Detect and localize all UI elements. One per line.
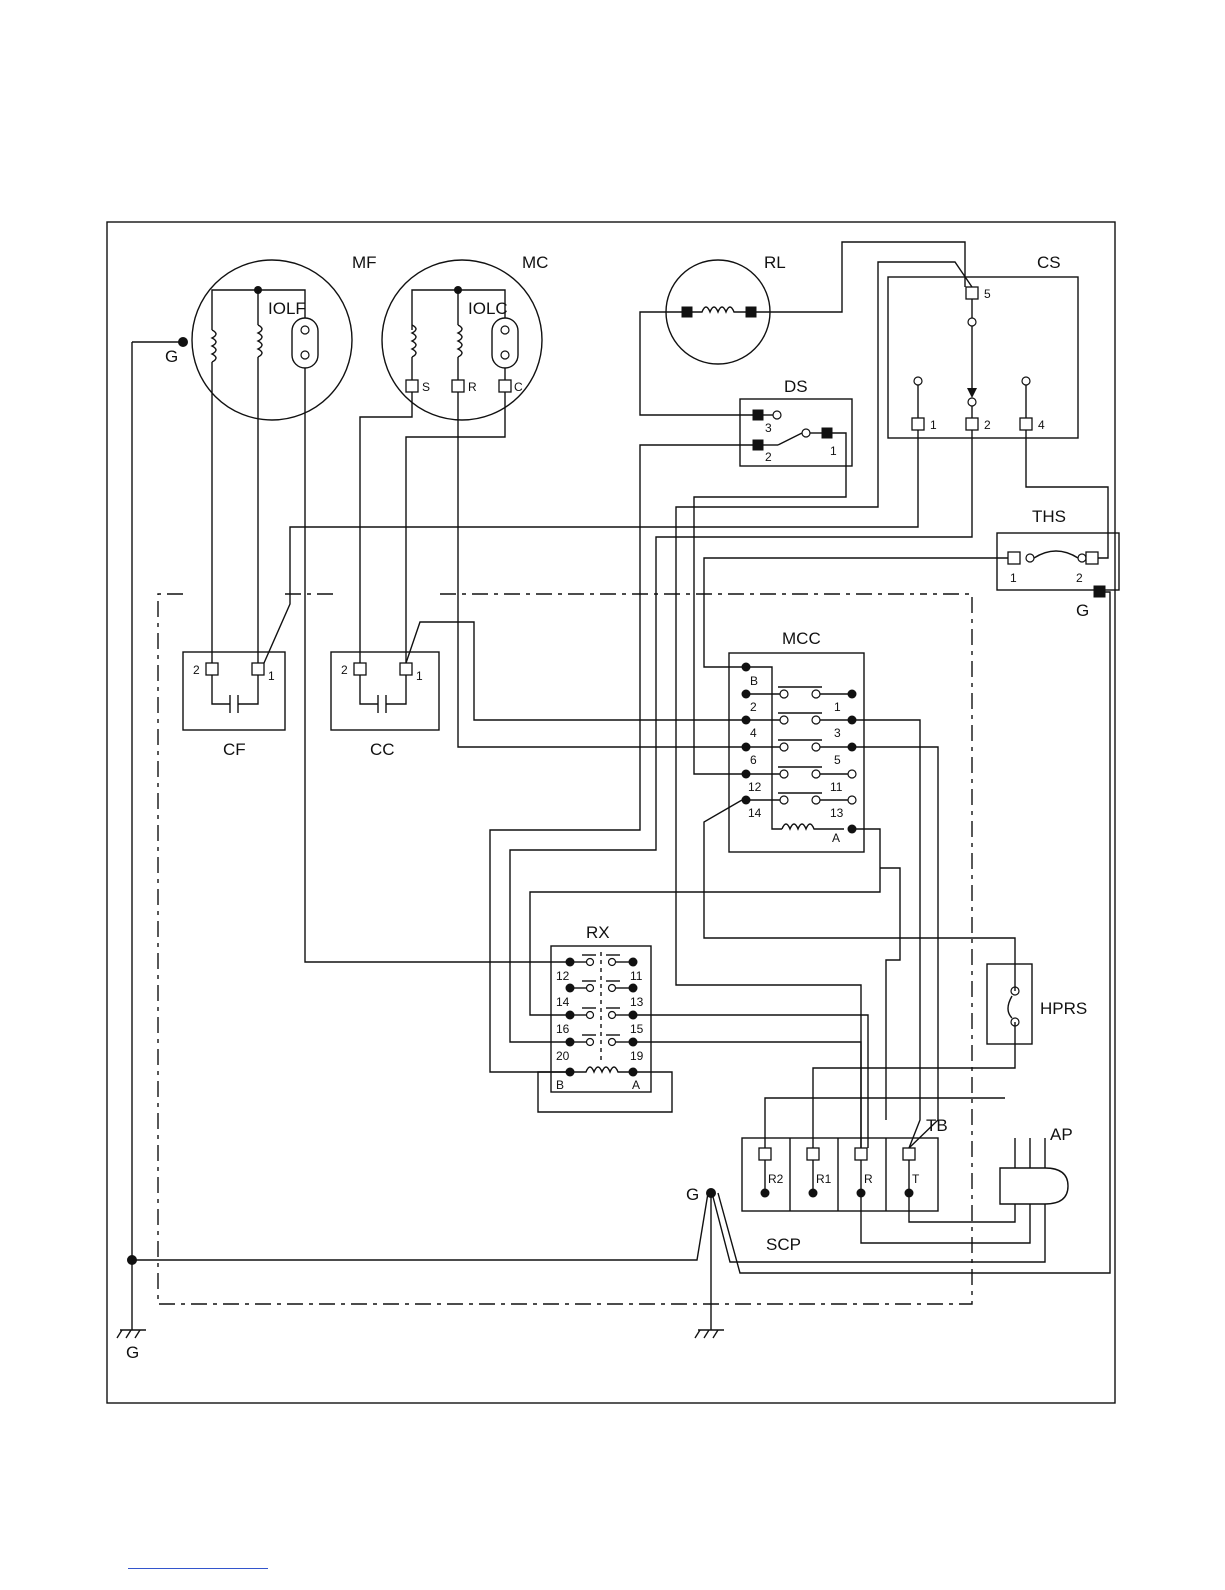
mcc-terminal-4: 4 — [750, 726, 757, 740]
tb-terminal-t: T — [912, 1172, 920, 1186]
mc-terminal-c: C — [514, 380, 523, 394]
selector-switch-label: CS — [1037, 253, 1061, 272]
rx-terminal-20: 20 — [556, 1049, 570, 1063]
cc-terminal-2: 2 — [341, 663, 348, 677]
mcc-terminal-14: 14 — [748, 806, 762, 820]
compressor-motor: MC IOLC S R C — [382, 253, 548, 420]
earth-symbol-left — [117, 342, 146, 1338]
tb-terminal-r: R — [864, 1172, 873, 1186]
contactor-label: MCC — [782, 629, 821, 648]
magnetic-contactor: MCC B 2 1 4 3 6 5 12 11 14 — [729, 629, 864, 852]
ds-terminal-1: 1 — [830, 444, 837, 458]
mcc-terminal-3: 3 — [834, 726, 841, 740]
reversing-valve-label: RL — [764, 253, 786, 272]
fan-capacitor: CF 2 1 — [183, 652, 285, 759]
mcc-terminal-1: 1 — [834, 700, 841, 714]
reversing-valve-coil: RL — [666, 253, 786, 364]
mcc-terminal-13: 13 — [830, 806, 844, 820]
rx-terminal-13: 13 — [630, 995, 644, 1009]
mcc-terminal-11: 11 — [830, 780, 843, 794]
tb-terminal-r2: R2 — [768, 1172, 784, 1186]
mcc-terminal-2: 2 — [750, 700, 757, 714]
wiring — [132, 242, 1110, 1273]
page-footer-link-underline — [128, 1568, 268, 1569]
cc-terminal-1: 1 — [416, 669, 423, 683]
ds-terminal-3: 3 — [765, 421, 772, 435]
compressor-capacitor-label: CC — [370, 740, 395, 759]
rx-terminal-14: 14 — [556, 995, 570, 1009]
mc-terminal-s: S — [422, 380, 430, 394]
bottom-ground-label: G — [126, 1343, 139, 1362]
fan-overload-label: IOLF — [268, 299, 306, 318]
selector-switch: CS 5 1 2 4 — [888, 253, 1078, 438]
terminal-block: TB R2 R1 R T — [742, 1116, 948, 1211]
rx-terminal-12: 12 — [556, 969, 570, 983]
ths-terminal-2: 2 — [1076, 571, 1083, 585]
cs-terminal-2: 2 — [984, 418, 991, 432]
fan-capacitor-label: CF — [223, 740, 246, 759]
ths-ground-point — [1094, 586, 1105, 597]
mcc-terminal-b: B — [750, 674, 758, 688]
cf-terminal-2: 2 — [193, 663, 200, 677]
scp-ground-label: G — [686, 1185, 699, 1204]
defrost-switch: DS 3 2 1 — [740, 377, 852, 466]
high-pressure-switch: HPRS — [987, 964, 1087, 1044]
mcc-terminal-6: 6 — [750, 753, 757, 767]
terminal-block-label: TB — [926, 1116, 948, 1135]
mf-ground-label: G — [165, 347, 178, 366]
control-box-boundary — [158, 594, 972, 1304]
cf-terminal-1: 1 — [268, 669, 275, 683]
cs-terminal-1: 1 — [930, 418, 937, 432]
plug-label: AP — [1050, 1125, 1073, 1144]
ths-terminal-1: 1 — [1010, 571, 1017, 585]
tb-terminal-r1: R1 — [816, 1172, 832, 1186]
fan-motor: MF IOLF G — [165, 253, 377, 420]
compressor-capacitor: CC 2 1 — [331, 652, 439, 759]
mcc-terminal-5: 5 — [834, 753, 841, 767]
rx-terminal-16: 16 — [556, 1022, 570, 1036]
mcc-terminal-a: A — [832, 831, 840, 845]
compressor-overload-label: IOLC — [468, 299, 508, 318]
mcc-terminal-12: 12 — [748, 780, 762, 794]
fan-motor-label: MF — [352, 253, 377, 272]
rx-terminal-11: 11 — [630, 969, 643, 983]
thermostat-label: THS — [1032, 507, 1066, 526]
cs-terminal-4: 4 — [1038, 418, 1045, 432]
ds-terminal-2: 2 — [765, 450, 772, 464]
earth-symbol-center — [695, 1193, 724, 1338]
rx-terminal-19: 19 — [630, 1049, 644, 1063]
thermostat-switch: THS 1 2 G — [997, 507, 1119, 620]
auxiliary-relay: RX 12 11 14 13 16 15 20 19 B A — [551, 923, 651, 1092]
rx-terminal-b: B — [556, 1078, 564, 1092]
rx-terminal-15: 15 — [630, 1022, 644, 1036]
defrost-switch-label: DS — [784, 377, 808, 396]
ths-ground-label: G — [1076, 601, 1089, 620]
scp-label: SCP — [766, 1235, 801, 1254]
mc-terminal-r: R — [468, 380, 477, 394]
pressure-switch-label: HPRS — [1040, 999, 1087, 1018]
attachment-plug: AP — [1000, 1125, 1073, 1204]
compressor-motor-label: MC — [522, 253, 548, 272]
relay-label: RX — [586, 923, 610, 942]
rx-terminal-a: A — [632, 1078, 640, 1092]
cs-terminal-5: 5 — [984, 287, 991, 301]
